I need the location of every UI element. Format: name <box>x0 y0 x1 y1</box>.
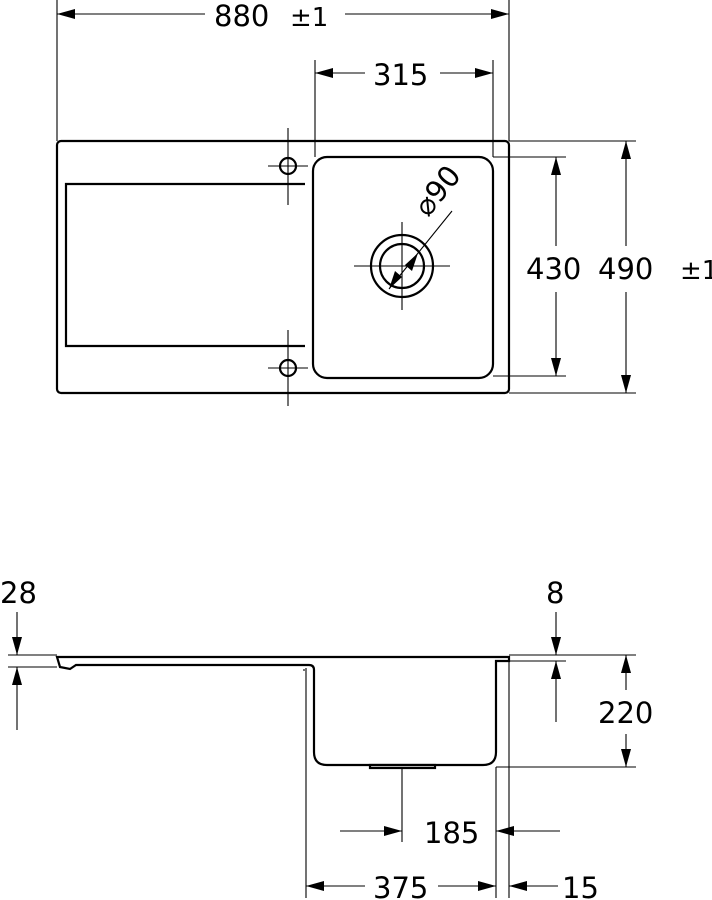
rim-left-value: 28 <box>0 576 37 610</box>
sink-outline <box>55 139 511 395</box>
dimension-rim-left: 28 <box>0 576 57 730</box>
dimension-bowl-length: 375 <box>305 661 510 900</box>
bowl-length-value: 375 <box>373 871 428 900</box>
overall-width-value: 880 <box>214 0 269 33</box>
bowl-depth-value: 430 <box>526 252 581 286</box>
bowl-height-value: 220 <box>598 696 653 730</box>
top-view: 880 ±1 315 430 <box>55 0 712 406</box>
dimension-drain-offset: 185 <box>340 768 560 850</box>
rim-right-value: 8 <box>546 576 564 610</box>
dimension-drain-diameter: ⌀90 <box>388 159 468 290</box>
bowl-outline <box>311 155 495 380</box>
overall-depth-value: 490 <box>598 252 653 286</box>
drainboard-outline <box>64 182 305 348</box>
dimension-bowl-depth: 430 <box>493 156 581 377</box>
dimension-edge-offset: 15 <box>509 871 599 900</box>
drain-diameter-value: ⌀90 <box>407 159 468 223</box>
dimension-overall-width: 880 ±1 <box>56 0 510 141</box>
dimension-bowl-width: 315 <box>314 58 494 157</box>
dimension-rim-right: 8 <box>509 576 566 722</box>
edge-offset-value: 15 <box>562 871 599 900</box>
dimension-overall-depth: 490 ±1 <box>509 140 712 394</box>
bowl-width-value: 315 <box>373 58 428 92</box>
overall-depth-tolerance: ±1 <box>680 256 712 286</box>
side-view: 28 8 220 185 <box>0 576 653 900</box>
drain-stub <box>368 763 437 770</box>
drain-offset-value: 185 <box>424 816 479 850</box>
sink-profile <box>55 655 511 767</box>
overall-width-tolerance: ±1 <box>290 3 328 33</box>
dimension-bowl-height: 220 <box>496 654 653 768</box>
